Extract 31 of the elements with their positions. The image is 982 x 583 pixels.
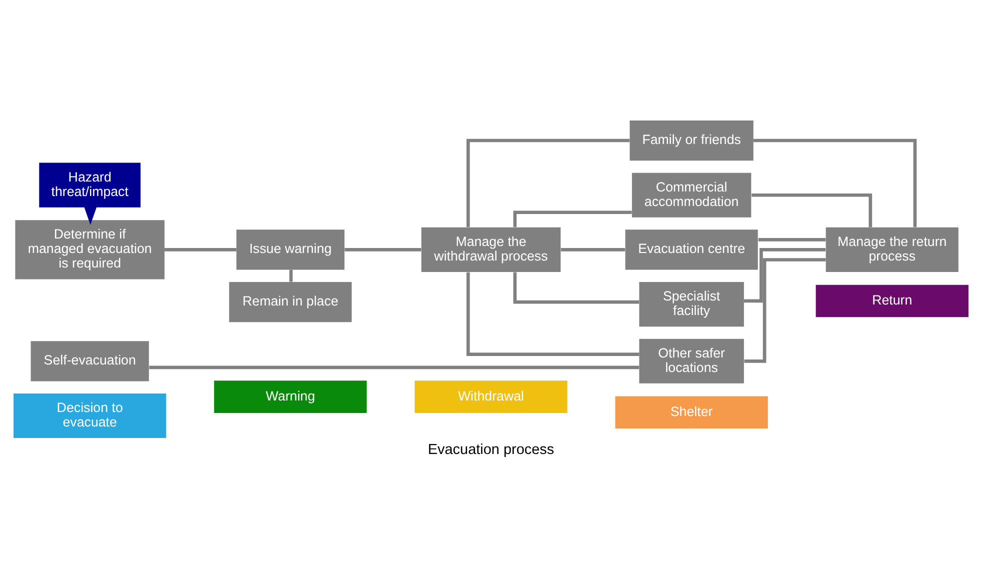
node-box: Shelter <box>615 396 768 429</box>
node-box: Other safer locations <box>639 338 744 384</box>
node-box: Withdrawal <box>414 380 568 413</box>
connector <box>149 366 640 370</box>
connector <box>466 138 630 228</box>
connector <box>744 248 826 303</box>
connector <box>752 193 872 228</box>
connector <box>560 248 625 252</box>
connector <box>466 272 640 356</box>
node-box: Evacuation centre <box>625 230 758 270</box>
node-box: Return <box>816 284 968 318</box>
node-box: Commercial accommodation <box>632 172 752 218</box>
node-box: Warning <box>214 380 367 413</box>
node-box: Decision to evacuate <box>14 393 166 438</box>
node-box: Manage the withdrawal process <box>421 227 561 272</box>
connector <box>289 270 293 282</box>
connector <box>344 248 422 252</box>
node-box: Specialist facility <box>639 282 744 327</box>
connector <box>513 210 632 228</box>
node-box: Manage the return process <box>826 227 958 272</box>
caption: Evacuation process <box>428 442 554 458</box>
node-box: Family or friends <box>630 120 754 161</box>
connector <box>164 248 236 252</box>
connector <box>513 272 640 304</box>
node-box: Determine if managed evacuation is required <box>15 220 165 280</box>
connector <box>754 138 917 228</box>
node-box: Self-evacuation <box>30 341 149 382</box>
node-box: Remain in place <box>229 282 352 322</box>
node-box: Issue warning <box>236 230 344 270</box>
node-box: Hazard threat/impact <box>39 162 141 208</box>
connector <box>758 238 826 242</box>
